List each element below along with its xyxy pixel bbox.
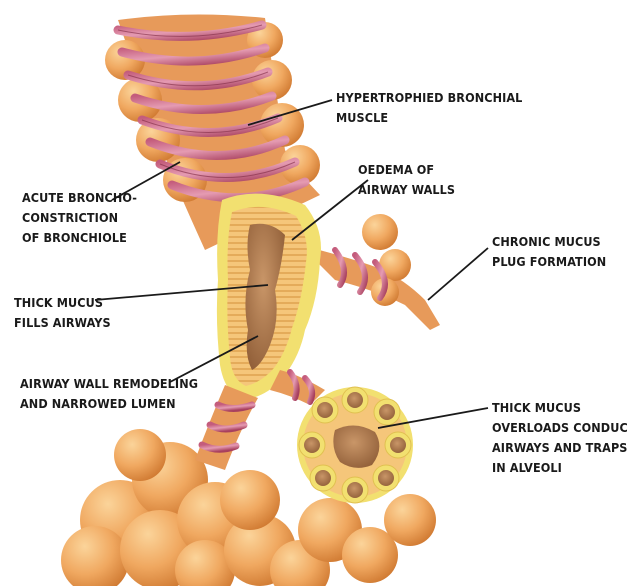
label-chronic-mucus: CHRONIC MUCUS PLUG FORMATION xyxy=(492,232,606,272)
label-line: OEDEMA OF xyxy=(358,160,455,180)
label-line: AIRWAY WALLS xyxy=(358,180,455,200)
label-thick-mucus-overloads: THICK MUCUS OVERLOADS CONDUCTING AIRWAYS… xyxy=(492,398,627,478)
alveolar-sac-section xyxy=(297,387,413,503)
label-line: MUSCLE xyxy=(336,108,522,128)
label-line: CHRONIC MUCUS xyxy=(492,232,606,252)
label-line: ACUTE BRONCHO- xyxy=(22,188,137,208)
label-acute-bronchoconstriction: ACUTE BRONCHO- CONSTRICTION OF BRONCHIOL… xyxy=(22,188,137,248)
airway-cross-section xyxy=(217,194,321,400)
label-line: FILLS AIRWAYS xyxy=(14,313,111,333)
leader-line-chronic-mucus xyxy=(428,248,488,300)
label-line: THICK MUCUS xyxy=(14,293,111,313)
label-line: THICK MUCUS xyxy=(492,398,627,418)
right-branch xyxy=(300,214,440,330)
label-line: AIRWAYS AND TRAPS AIR xyxy=(492,438,627,458)
label-line: IN ALVEOLI xyxy=(492,458,627,478)
label-line: AIRWAY WALL REMODELING xyxy=(20,374,198,394)
label-wall-remodeling: AIRWAY WALL REMODELING AND NARROWED LUME… xyxy=(20,374,198,414)
label-thick-mucus-fills: THICK MUCUS FILLS AIRWAYS xyxy=(14,293,111,333)
label-line: CONSTRICTION xyxy=(22,208,137,228)
label-line: HYPERTROPHIED BRONCHIAL xyxy=(336,88,522,108)
label-oedema: OEDEMA OF AIRWAY WALLS xyxy=(358,160,455,200)
label-line: OVERLOADS CONDUCTING xyxy=(492,418,627,438)
label-line: AND NARROWED LUMEN xyxy=(20,394,198,414)
label-line: PLUG FORMATION xyxy=(492,252,606,272)
label-hypertrophied-muscle: HYPERTROPHIED BRONCHIAL MUSCLE xyxy=(336,88,522,128)
label-line: OF BRONCHIOLE xyxy=(22,228,137,248)
